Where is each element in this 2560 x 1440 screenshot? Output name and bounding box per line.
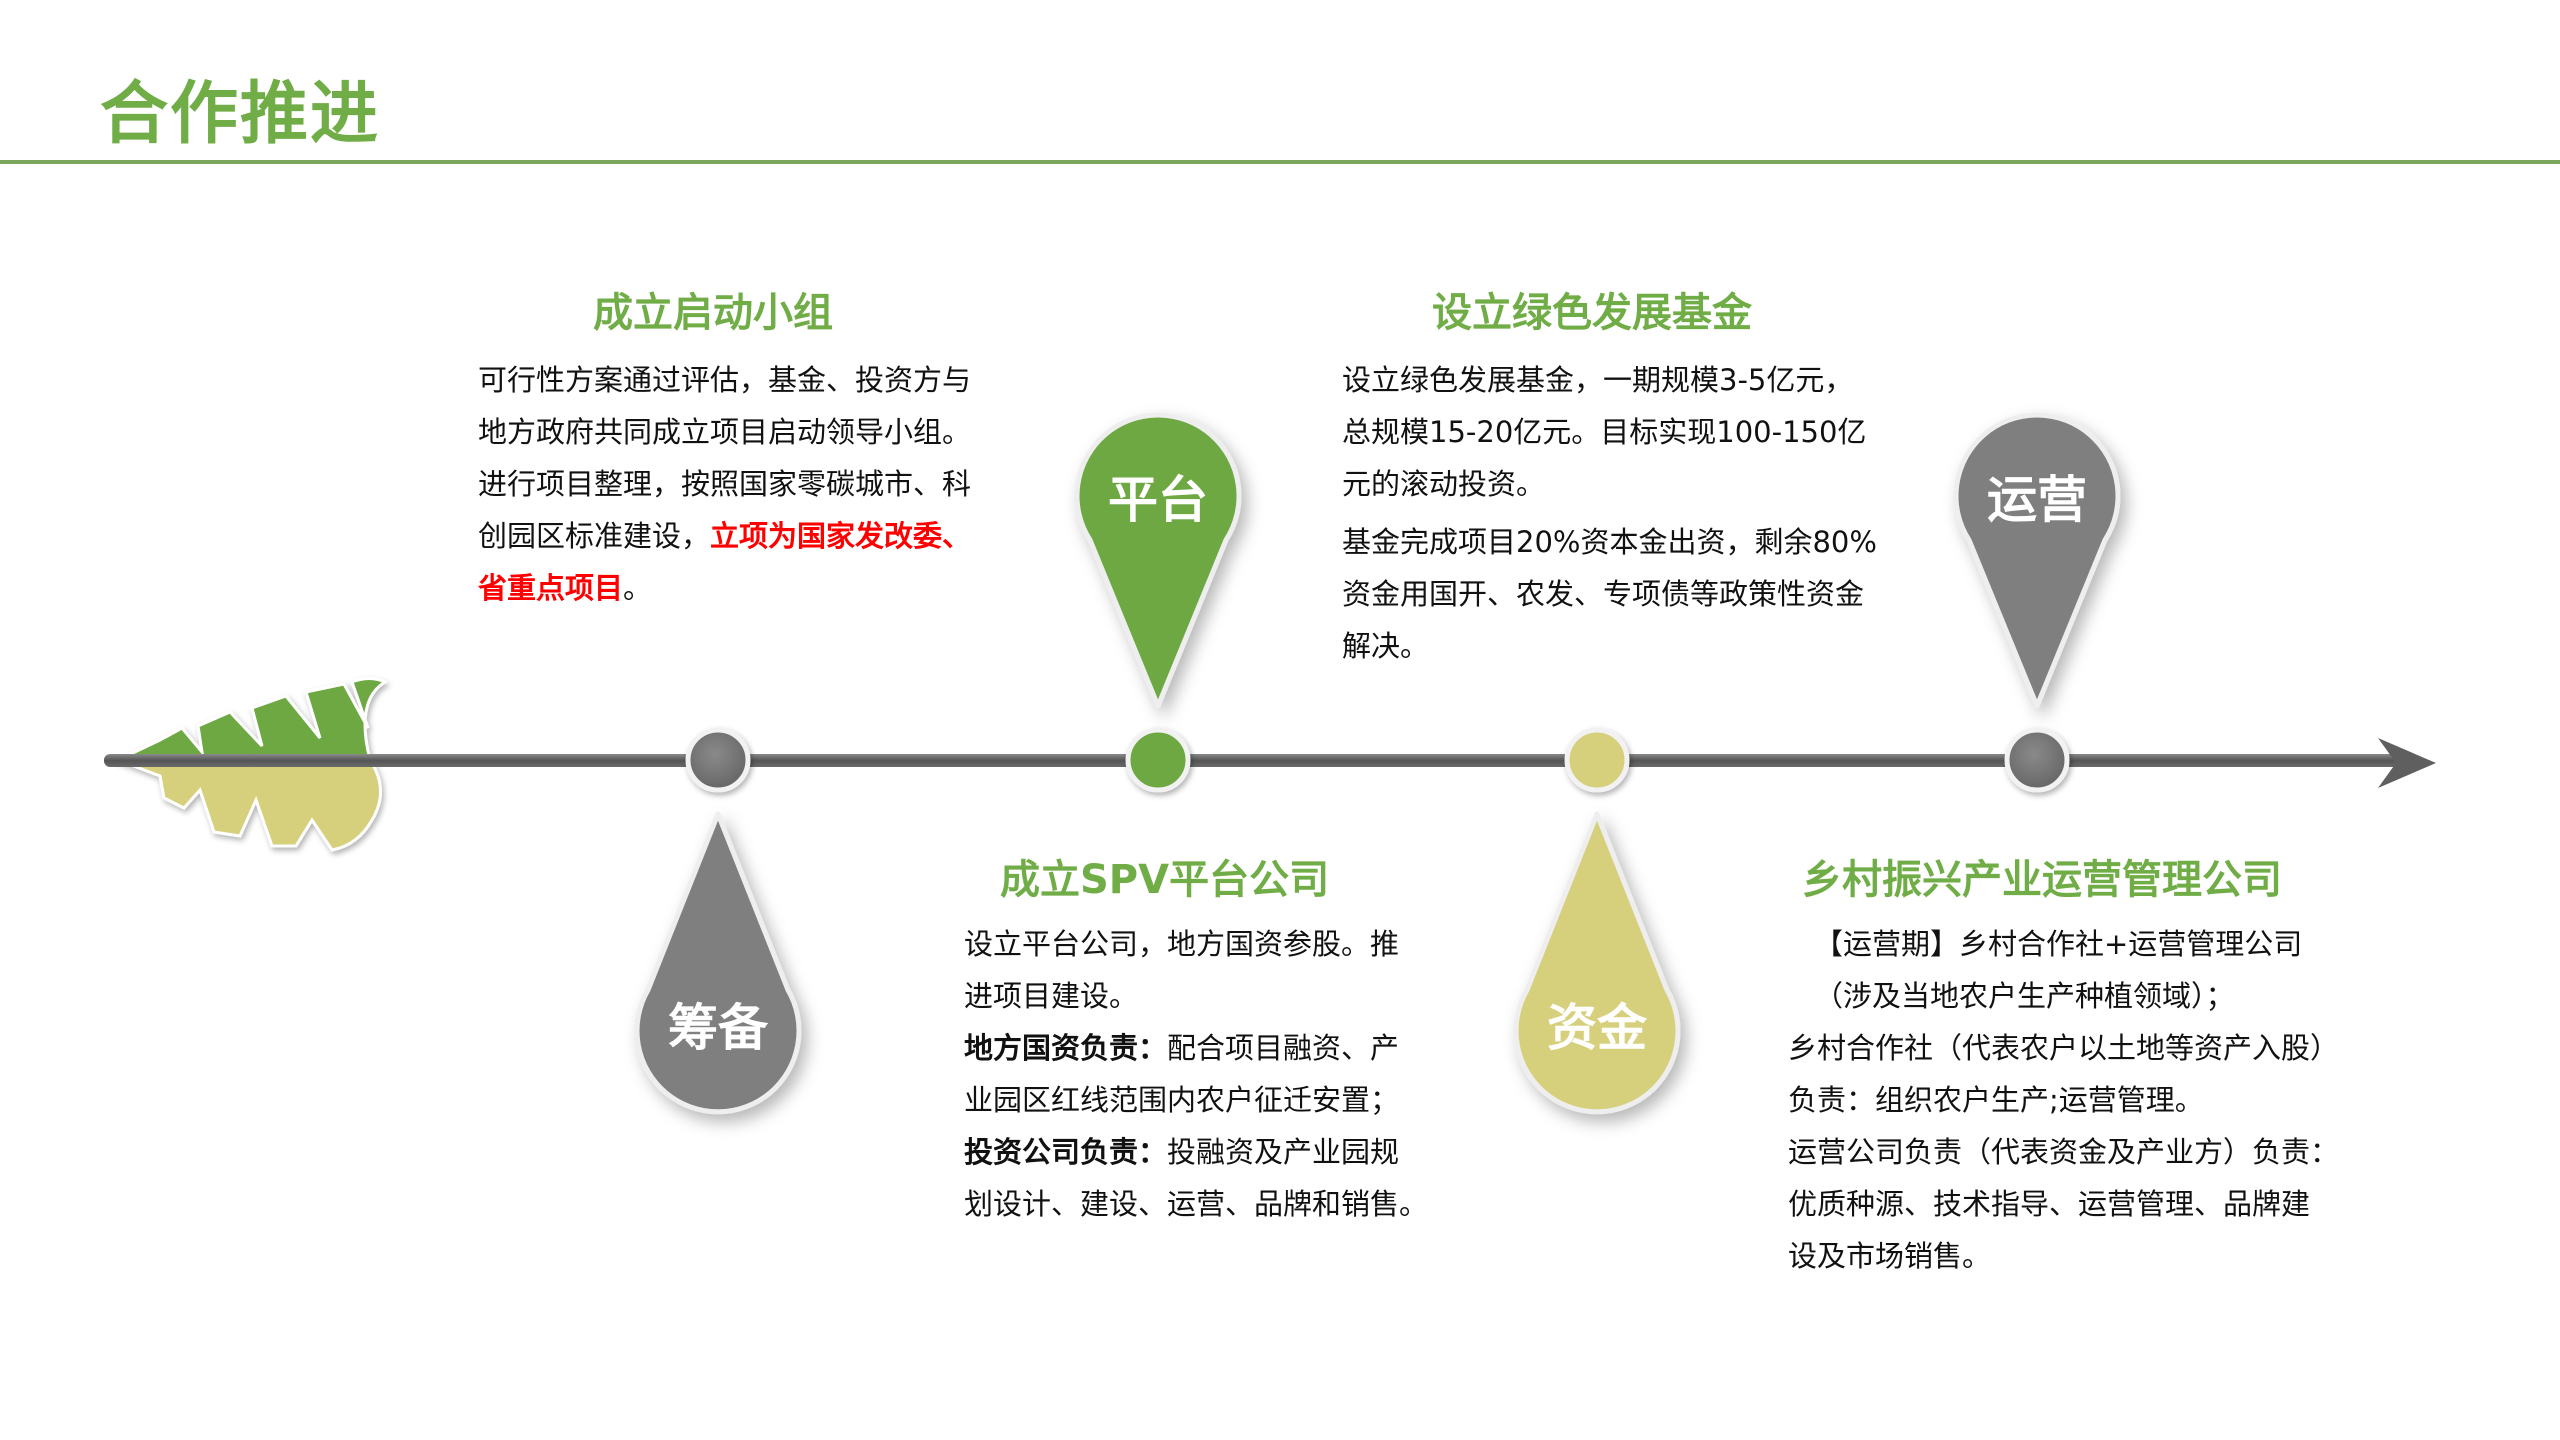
arrow-head-icon: [2378, 738, 2436, 788]
node-platform: [1125, 727, 1191, 793]
text-line: 创园区标准建设，立项为国家发改委、: [478, 519, 972, 553]
text-line: 资金用国开、农发、专项债等政策性资金: [1342, 577, 1865, 611]
pin-label-operation: 运营: [1987, 471, 2087, 529]
text-line: 进项目建设。: [964, 979, 1139, 1013]
text-spv-company: 设立平台公司，地方国资参股。推 进项目建设。 地方国资负责：配合项目融资、产 业…: [964, 918, 1434, 1230]
node-funding: [1564, 727, 1630, 793]
heading-spv-company: 成立SPV平台公司: [1000, 857, 1330, 903]
text-startup-group: 可行性方案通过评估，基金、投资方与 地方政府共同成立项目启动领导小组。 进行项目…: [478, 354, 998, 614]
text-line: 基金完成项目20%资本金出资，剩余80%: [1342, 525, 1877, 559]
item-label: 地方国资负责：: [964, 1031, 1168, 1065]
text-line: 总规模15-20亿元。目标实现100-150亿: [1342, 415, 1867, 449]
highlight-text: 立项为国家发改委、: [710, 519, 972, 553]
text-line: 解决。: [1342, 629, 1430, 663]
drop-prep: [634, 811, 802, 1115]
text-line: 投资公司负责：投融资及产业园规: [964, 1135, 1400, 1169]
text-line: （涉及当地农户生产种植领域）；: [1814, 979, 2235, 1013]
drop-funding: [1513, 811, 1681, 1115]
text-green-fund: 设立绿色发展基金，一期规模3-5亿元， 总规模15-20亿元。目标实现100-1…: [1342, 354, 1882, 672]
text-line: 设立平台公司，地方国资参股。推: [964, 927, 1400, 961]
text-line: 地方国资负责：配合项目融资、产: [964, 1031, 1400, 1065]
node-prep: [685, 727, 751, 793]
highlight-text: 省重点项目: [478, 571, 624, 605]
text-line: 设立绿色发展基金，一期规模3-5亿元，: [1342, 363, 1854, 397]
text-line: 元的滚动投资。: [1342, 467, 1546, 501]
pin-label-prep: 筹备: [668, 999, 768, 1057]
page-title: 合作推进: [100, 75, 381, 154]
text-line: 业园区红线范围内农户征迁安置；: [964, 1083, 1400, 1117]
text-line: 进行项目整理，按照国家零碳城市、科: [478, 467, 972, 501]
heading-startup-group: 成立启动小组: [593, 290, 833, 336]
text-line: 可行性方案通过评估，基金、投资方与: [478, 363, 972, 397]
node-operation: [2004, 727, 2070, 793]
pin-label-funding: 资金: [1547, 999, 1647, 1057]
leaf-icon: [117, 677, 389, 852]
text-line: 【运营期】乡村合作社+运营管理公司: [1814, 927, 2303, 961]
text-line: 负责：组织农户生产;运营管理。: [1788, 1083, 2204, 1117]
item-label: 投资公司负责：: [964, 1135, 1168, 1169]
text-operation-company: 【运营期】乡村合作社+运营管理公司 （涉及当地农户生产种植领域）； 乡村合作社（…: [1788, 918, 2348, 1282]
text-line: 地方政府共同成立项目启动领导小组。: [478, 415, 972, 449]
text-line: 优质种源、技术指导、运营管理、品牌建: [1788, 1187, 2311, 1221]
text-line: 设及市场销售。: [1788, 1239, 1992, 1273]
text-line: 划设计、建设、运营、品牌和销售。: [964, 1187, 1429, 1221]
pin-operation: [1953, 412, 2121, 709]
heading-operation-company: 乡村振兴产业运营管理公司: [1802, 857, 2282, 903]
timeline-line: [104, 754, 2404, 767]
title-divider: [0, 160, 2560, 164]
text-line: 省重点项目。: [478, 571, 653, 605]
pin-platform: [1074, 412, 1242, 709]
pin-label-platform: 平台: [1108, 471, 1208, 529]
heading-green-fund: 设立绿色发展基金: [1432, 290, 1752, 336]
text-line: 乡村合作社（代表农户以土地等资产入股）: [1788, 1031, 2340, 1065]
text-line: 运营公司负责（代表资金及产业方）负责：: [1788, 1135, 2340, 1169]
